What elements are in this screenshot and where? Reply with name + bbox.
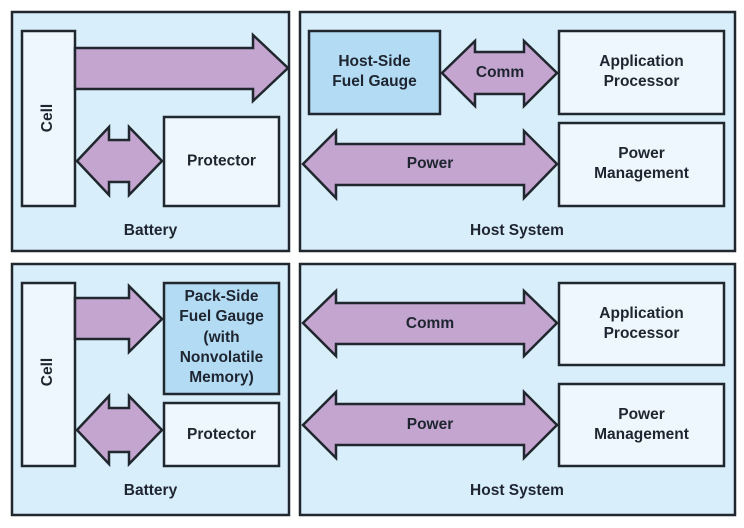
app-processor-label-line-2: Processor (604, 325, 680, 342)
cell-protector-double-arrow (75, 392, 164, 468)
power-management-box (557, 382, 726, 468)
cell-label: Cell (39, 358, 56, 386)
protector-label: Protector (187, 153, 256, 170)
power-management-label-line-2: Management (594, 165, 689, 182)
comm-label: Comm (406, 315, 454, 332)
power-management-label-line-1: Power (618, 145, 665, 162)
fuel-gauge-label-line-1: Host-Side (338, 53, 411, 70)
power-management-label-line-1: Power (618, 406, 665, 423)
protector-box (162, 115, 281, 208)
cell-box (20, 281, 77, 468)
comm-label: Comm (476, 64, 524, 81)
top-host-panel: Host-Side Fuel Gauge Comm Application Pr… (298, 10, 737, 253)
power-management-label-line-2: Management (594, 426, 689, 443)
fuel-gauge-label-line-1: Pack-Side (184, 288, 258, 305)
protector-label: Protector (187, 426, 256, 443)
power-label: Power (407, 416, 454, 433)
comm-double-arrow (440, 38, 559, 110)
power-management-box (557, 121, 726, 208)
fuel-gauge-label-line-5: Memory) (189, 369, 254, 386)
host-system-title: Host System (470, 222, 564, 239)
bottom-battery-panel: Cell Pack-Side Fuel Gauge (with Nonvolat… (10, 262, 291, 517)
bottom-host-panel: Comm Application Processor Power Power M… (298, 262, 737, 517)
power-double-arrow (301, 127, 559, 202)
cell-protector-double-arrow (75, 123, 164, 199)
application-processor-box (557, 29, 726, 116)
pack-side-fuel-gauge-box (162, 281, 281, 396)
power-label: Power (407, 155, 454, 172)
protector-box (162, 401, 281, 468)
cell-to-fuel-gauge-arrow (73, 282, 164, 356)
comm-double-arrow (301, 288, 559, 360)
fuel-gauge-label-line-2: Fuel Gauge (332, 73, 417, 90)
fuel-gauge-label-line-4: Nonvolatile (180, 349, 264, 366)
host-side-fuel-gauge-box (307, 29, 442, 116)
top-battery-panel: Cell Protector Battery (10, 10, 291, 253)
app-processor-label-line-2: Processor (604, 73, 680, 90)
cell-label: Cell (39, 104, 56, 132)
fuel-gauge-label-line-2: Fuel Gauge (179, 308, 264, 325)
power-arrow-to-host (73, 32, 290, 104)
cell-box (20, 29, 77, 208)
battery-title: Battery (124, 222, 178, 239)
power-double-arrow (301, 388, 559, 462)
host-system-title: Host System (470, 482, 564, 499)
battery-title: Battery (124, 482, 178, 499)
application-processor-box (557, 281, 726, 367)
app-processor-label-line-1: Application (599, 305, 683, 322)
app-processor-label-line-1: Application (599, 53, 683, 70)
fuel-gauge-label-line-3: (with (203, 329, 239, 346)
